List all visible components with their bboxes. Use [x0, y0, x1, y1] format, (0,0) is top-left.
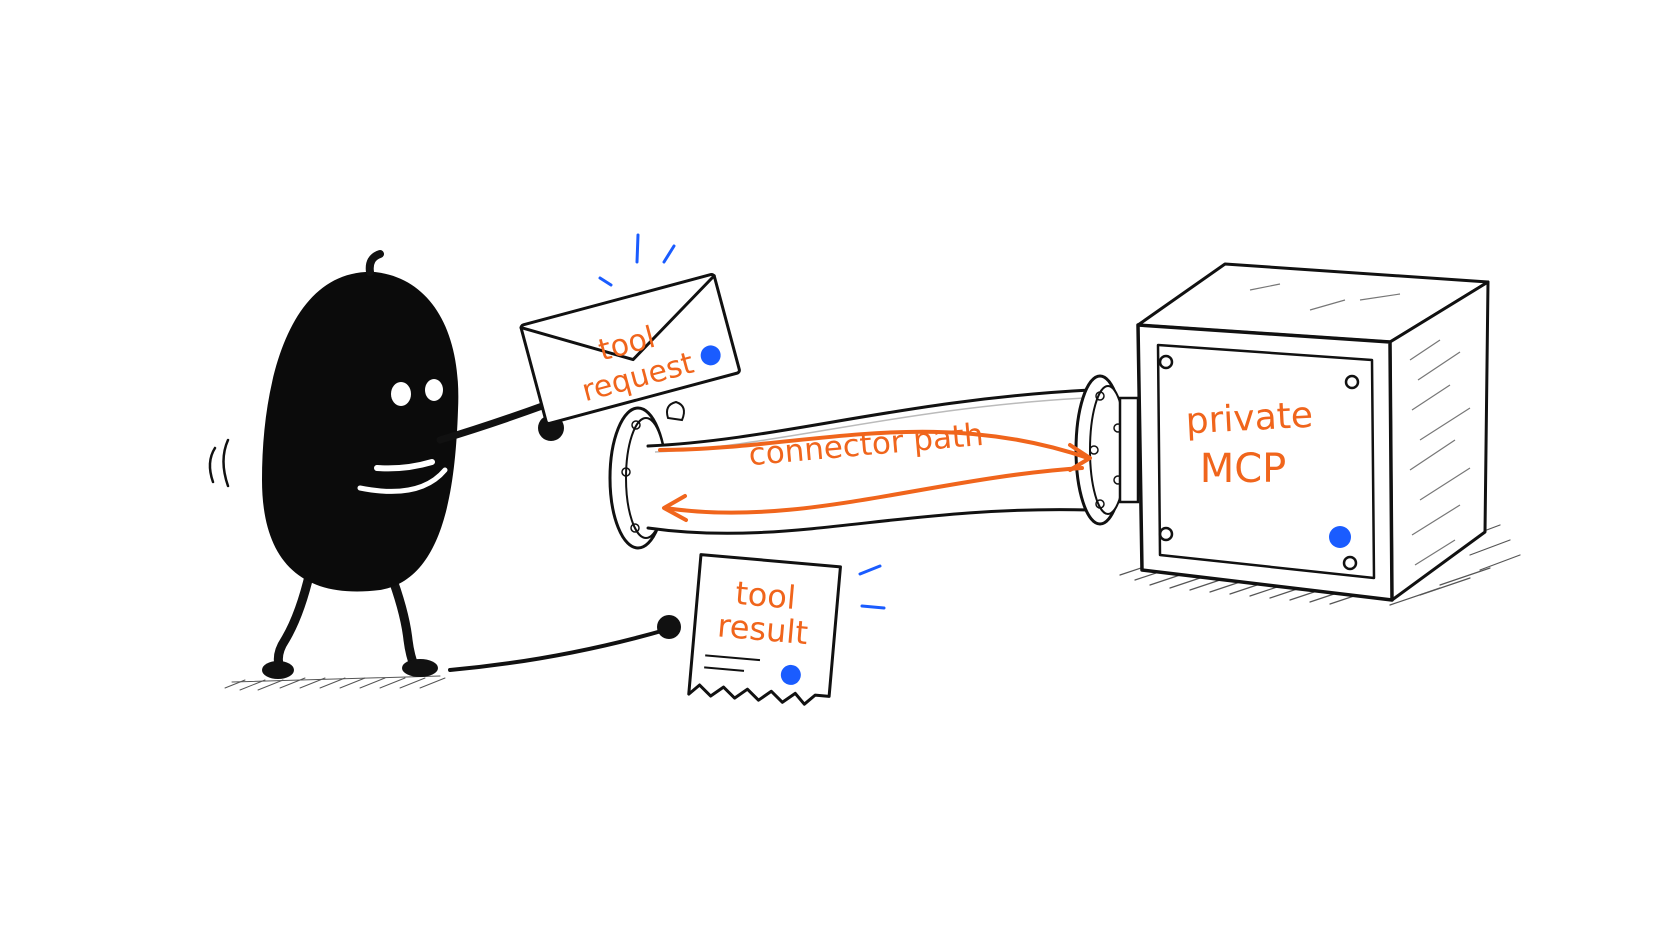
result-label-line1: tool — [734, 574, 798, 617]
server-label-line2: MCP — [1200, 446, 1287, 492]
envelope-icon: tool request — [519, 272, 741, 425]
result-label-line2: result — [716, 606, 809, 652]
bidirectional-arrow — [658, 429, 1092, 522]
agent-character — [262, 250, 681, 679]
box-shadow — [1119, 524, 1521, 606]
character-shadow — [224, 675, 446, 691]
spark-lines-request — [598, 233, 676, 287]
server-label-line1: private — [1185, 395, 1314, 443]
pipe — [608, 374, 1140, 550]
motion-lines — [208, 438, 230, 488]
spark-lines-result — [858, 564, 886, 610]
receipt-icon: tool result — [687, 553, 842, 706]
box-server: private MCP — [1136, 262, 1490, 602]
